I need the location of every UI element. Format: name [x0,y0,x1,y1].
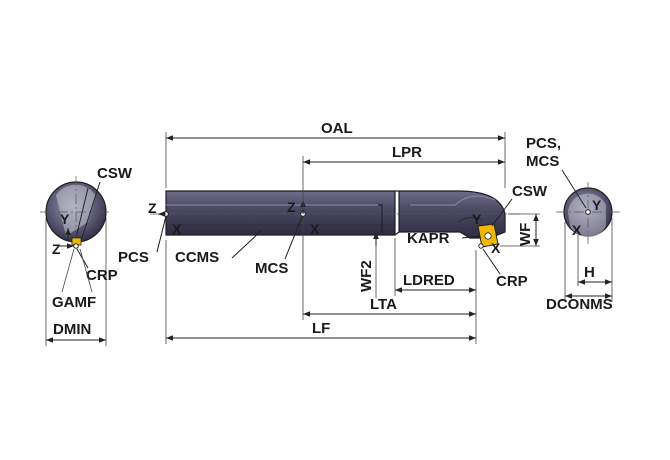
axis-x-pcs: X [172,221,182,237]
axis-y-right: Y [592,197,602,213]
csw-right-label: CSW [512,183,548,200]
kapr-label: KAPR [407,230,450,247]
right-end-view: Y X PCS, MCS H DCONMS [526,135,620,313]
axis-x-crp: X [491,240,501,256]
lpr-label: LPR [392,144,422,161]
axis-y-left: Y [60,211,70,227]
dmin-label: DMIN [53,321,91,338]
axis-y-crp: Y [472,211,482,227]
ccms-label: CCMS [175,249,219,266]
axis-x-mcs: X [310,221,320,237]
left-end-view: Y Z CSW CRP GAMF DMIN [40,165,133,346]
tool-side-view: Z X Z X Y X OAL LPR CSW WF KAPR CRP WF2 [118,120,548,344]
mcs-label: MCS [255,260,288,277]
csw-left-label: CSW [97,165,133,182]
ldred-label: LDRED [403,272,455,289]
axis-z-left: Z [52,241,61,257]
axis-z-mcs: Z [287,199,296,215]
h-label: H [584,264,595,281]
crp-right-label: CRP [496,273,528,290]
pcs-label: PCS [118,249,149,266]
gamf-label: GAMF [52,294,96,311]
axis-z-pcs: Z [148,200,157,216]
wf2-label: WF2 [358,260,375,292]
pcs-mcs-label-line2: MCS [526,153,559,170]
lta-label: LTA [370,296,397,313]
oal-label: OAL [321,120,353,137]
axis-x-right: X [572,222,582,238]
wf-label: WF [517,223,534,246]
tool-shank [165,190,396,236]
pcs-mcs-label-line1: PCS, [526,135,561,152]
lf-label: LF [312,320,330,337]
dconms-label: DCONMS [546,296,613,313]
crp-left-label: CRP [86,267,118,284]
